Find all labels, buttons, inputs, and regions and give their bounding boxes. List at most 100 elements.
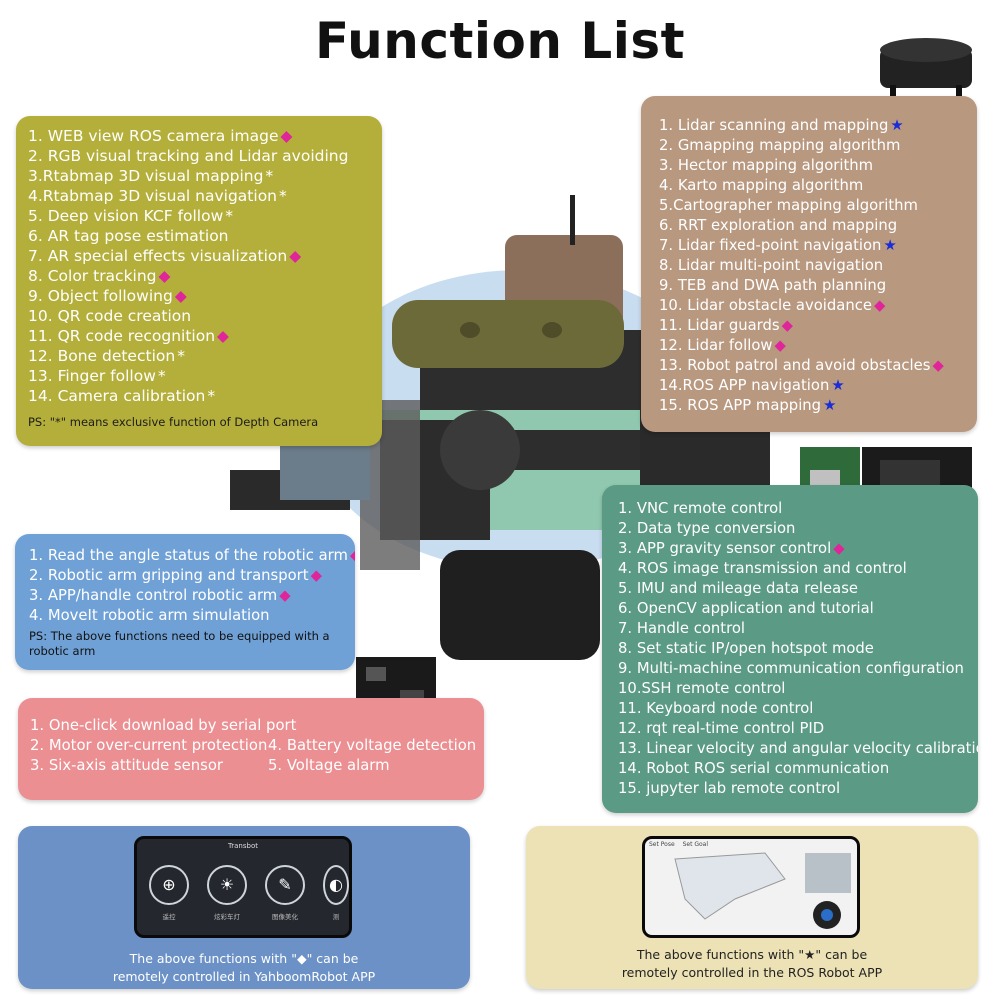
list-item: 12. rqt real-time control PID bbox=[618, 719, 962, 739]
gamepad-icon: ⊕ bbox=[149, 865, 189, 905]
list-item: 13. Finger follow* bbox=[28, 366, 370, 386]
diamond-icon: ◆ bbox=[350, 546, 355, 566]
caption-line: The above functions with "◆" can be bbox=[129, 951, 359, 966]
list-item-text: 12. Bone detection bbox=[28, 347, 176, 365]
list-item-text: 2. Data type conversion bbox=[618, 520, 796, 537]
list-item-text: 11. Lidar guards bbox=[659, 317, 780, 334]
list-item-text: 3.Rtabmap 3D visual mapping bbox=[28, 167, 264, 185]
list-item: 5.Cartographer mapping algorithm bbox=[659, 196, 959, 216]
lidar-function-list: 1. Lidar scanning and mapping★2. Gmappin… bbox=[659, 116, 959, 416]
list-item-text: 4. ROS image transmission and control bbox=[618, 560, 907, 577]
list-item-text: 9. TEB and DWA path planning bbox=[659, 277, 887, 294]
vision-functions-panel: 1. WEB view ROS camera image◆2. RGB visu… bbox=[16, 116, 382, 446]
ros-robot-app-phone: Set Pose Set Goal bbox=[642, 836, 860, 938]
list-item: 7. Handle control bbox=[618, 619, 962, 639]
list-item: 1. Read the angle status of the robotic … bbox=[29, 546, 355, 566]
list-item-text: 1. VNC remote control bbox=[618, 500, 783, 517]
map-view bbox=[674, 852, 851, 929]
list-item-text: 8. Color tracking bbox=[28, 267, 157, 285]
lidar-functions-panel: 1. Lidar scanning and mapping★2. Gmappin… bbox=[641, 96, 977, 432]
list-item: 5. Deep vision KCF follow* bbox=[28, 206, 370, 226]
list-item-text: 1. Read the angle status of the robotic … bbox=[29, 547, 348, 564]
app-icon-label: 测 bbox=[332, 913, 340, 921]
diamond-icon: ◆ bbox=[774, 337, 786, 354]
list-item: 10.SSH remote control bbox=[618, 679, 962, 699]
list-item-text: 13. Linear velocity and angular velocity… bbox=[618, 740, 978, 757]
diamond-icon: ◆ bbox=[932, 357, 944, 374]
control-board-functions-panel: 1. One-click download by serial port 2. … bbox=[18, 698, 484, 800]
list-item: 4. MoveIt robotic arm simulation bbox=[29, 606, 341, 626]
list-item: 5. Voltage alarm bbox=[268, 757, 390, 774]
list-item: 7. Lidar fixed-point navigation★ bbox=[659, 236, 959, 256]
vision-function-list: 1. WEB view ROS camera image◆2. RGB visu… bbox=[28, 126, 370, 406]
list-item-text: 14. Robot ROS serial communication bbox=[618, 760, 890, 777]
list-item-text: 5. IMU and mileage data release bbox=[618, 580, 859, 597]
list-item: 3. Six-axis attitude sensor bbox=[30, 757, 223, 774]
list-item: 3.Rtabmap 3D visual mapping* bbox=[28, 166, 370, 186]
list-item-text: 7. Lidar fixed-point navigation bbox=[659, 237, 882, 254]
list-item-text: 9. Multi-machine communication configura… bbox=[618, 660, 964, 677]
list-item-text: 11. Keyboard node control bbox=[618, 700, 814, 717]
list-item: 12. Bone detection* bbox=[28, 346, 370, 366]
list-item-text: 2. Gmapping mapping algorithm bbox=[659, 137, 901, 154]
list-item-text: 13. Robot patrol and avoid obstacles bbox=[659, 357, 931, 374]
list-item: 11. Keyboard node control bbox=[618, 699, 962, 719]
list-item: 14. Robot ROS serial communication bbox=[618, 759, 962, 779]
set-goal-button: Set Goal bbox=[682, 841, 709, 848]
more-icon: ◐ bbox=[323, 865, 349, 905]
list-item: 7. AR special effects visualization◆ bbox=[28, 246, 370, 266]
diamond-icon: ◆ bbox=[158, 267, 171, 285]
list-item-text: 1. WEB view ROS camera image bbox=[28, 127, 279, 145]
list-item-text: 13. Finger follow bbox=[28, 367, 156, 385]
star-icon: ★ bbox=[883, 237, 897, 254]
list-item-text: 15. ROS APP mapping bbox=[659, 397, 822, 414]
star-icon: ★ bbox=[823, 397, 837, 414]
list-item: 5. IMU and mileage data release bbox=[618, 579, 962, 599]
yahboom-app-phone: Transbot ⊕ ☀ ✎ ◐ 遥控 炫彩车灯 图像美化 测 bbox=[134, 836, 352, 938]
list-item: 11. Lidar guards◆ bbox=[659, 316, 959, 336]
list-item: 6. AR tag pose estimation bbox=[28, 226, 370, 246]
app-toolbar: Set Pose Set Goal bbox=[649, 841, 708, 848]
list-item-text: 6. AR tag pose estimation bbox=[28, 227, 229, 245]
ros-robot-app-caption: The above functions with "★" can be remo… bbox=[526, 946, 978, 982]
list-item-text: 3. APP/handle control robotic arm bbox=[29, 587, 278, 604]
list-item: 4. Battery voltage detection bbox=[268, 737, 477, 754]
lidar-sensor-image bbox=[880, 38, 972, 125]
asterisk-icon: * bbox=[279, 187, 287, 205]
list-item-text: 11. QR code recognition bbox=[28, 327, 216, 345]
list-item: 3. APP gravity sensor control◆ bbox=[618, 539, 962, 559]
list-item-text: 4.Rtabmap 3D visual navigation bbox=[28, 187, 277, 205]
list-item: 1. Lidar scanning and mapping★ bbox=[659, 116, 959, 136]
list-item-text: 2. Robotic arm gripping and transport bbox=[29, 567, 309, 584]
caption-line: remotely controlled in YahboomRobot APP bbox=[112, 969, 376, 984]
depth-camera-note: PS: "*" means exclusive function of Dept… bbox=[28, 415, 319, 429]
list-item: 2. Data type conversion bbox=[618, 519, 962, 539]
list-item: 2. Motor over-current protection bbox=[30, 737, 268, 754]
list-item-text: 10.SSH remote control bbox=[618, 680, 786, 697]
list-item: 4. Karto mapping algorithm bbox=[659, 176, 959, 196]
list-item-text: 1. Lidar scanning and mapping bbox=[659, 117, 889, 134]
list-item: 12. Lidar follow◆ bbox=[659, 336, 959, 356]
list-item: 14.ROS APP navigation★ bbox=[659, 376, 959, 396]
caption-line: The above functions with "★" can be bbox=[636, 947, 868, 962]
list-item: 15. jupyter lab remote control bbox=[618, 779, 962, 799]
star-icon: ★ bbox=[831, 377, 845, 394]
list-item-text: 4. Karto mapping algorithm bbox=[659, 177, 864, 194]
list-item: 9. Multi-machine communication configura… bbox=[618, 659, 964, 679]
list-item: 4.Rtabmap 3D visual navigation* bbox=[28, 186, 370, 206]
list-item-text: 14. Camera calibration bbox=[28, 387, 206, 405]
list-item-text: 10. QR code creation bbox=[28, 307, 192, 325]
asterisk-icon: * bbox=[207, 387, 216, 405]
arm-function-list: 1. Read the angle status of the robotic … bbox=[29, 546, 355, 626]
list-item-text: 7. AR special effects visualization bbox=[28, 247, 288, 265]
list-item-text: 15. jupyter lab remote control bbox=[618, 780, 841, 797]
ros-functions-panel: 1. VNC remote control 2. Data type conver… bbox=[602, 485, 978, 813]
list-item: 3. Hector mapping algorithm bbox=[659, 156, 959, 176]
yahboom-app-panel: Transbot ⊕ ☀ ✎ ◐ 遥控 炫彩车灯 图像美化 测 The abov… bbox=[18, 826, 470, 989]
list-item-text: 3. Hector mapping algorithm bbox=[659, 157, 874, 174]
list-item-text: 10. Lidar obstacle avoidance bbox=[659, 297, 872, 314]
robotic-arm-note: PS: The above functions need to be equip… bbox=[29, 629, 330, 658]
list-item: 8. Color tracking◆ bbox=[28, 266, 370, 286]
diamond-icon: ◆ bbox=[289, 247, 302, 265]
app-icon-label: 炫彩车灯 bbox=[214, 913, 240, 921]
